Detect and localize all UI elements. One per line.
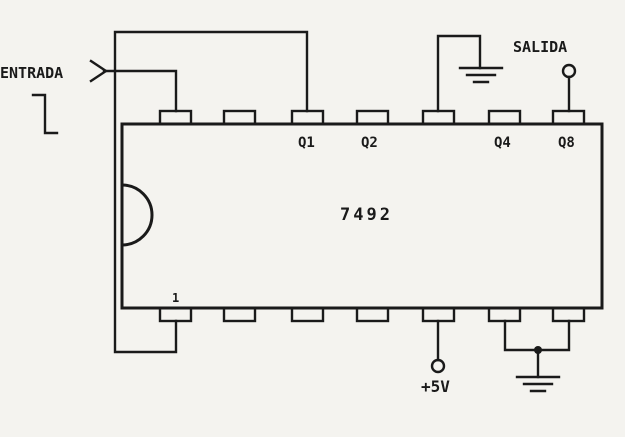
pin-top-6 bbox=[487, 109, 522, 126]
ground-wire-bottom bbox=[503, 319, 571, 352]
ground-icon-bottom bbox=[515, 375, 561, 393]
pin-top-4 bbox=[355, 109, 390, 126]
output-terminal bbox=[561, 63, 577, 79]
ground-wire-top bbox=[436, 34, 482, 113]
bottom-pins bbox=[158, 306, 586, 323]
supply-terminal bbox=[430, 358, 446, 374]
pin-top-1 bbox=[158, 109, 193, 126]
pin1-label: 1 bbox=[172, 291, 179, 305]
pin-bottom-7 bbox=[551, 306, 586, 323]
q1-label: Q1 bbox=[298, 135, 315, 151]
supply-label: +5V bbox=[421, 377, 450, 396]
pin-bottom-3 bbox=[290, 306, 325, 323]
output-label: SALIDA bbox=[513, 38, 567, 56]
pin-bottom-4 bbox=[355, 306, 390, 323]
input-label: ENTRADA bbox=[0, 64, 63, 82]
pin-bottom-1 bbox=[158, 306, 193, 323]
pin-bottom-5 bbox=[421, 306, 456, 323]
pin-bottom-2 bbox=[222, 306, 257, 323]
pin-top-2 bbox=[222, 109, 257, 126]
q4-label: Q4 bbox=[494, 135, 511, 151]
input-wire bbox=[102, 69, 178, 113]
q8-label: Q8 bbox=[558, 135, 575, 151]
feedback-wire bbox=[113, 30, 309, 354]
pin-top-5 bbox=[421, 109, 456, 126]
pin-bottom-6 bbox=[487, 306, 522, 323]
ic-notch bbox=[120, 183, 154, 247]
chip-label: 7492 bbox=[340, 205, 393, 225]
q2-label: Q2 bbox=[361, 135, 378, 151]
pin-top-7 bbox=[551, 109, 586, 126]
pulse-symbol bbox=[31, 93, 59, 135]
pin-top-3 bbox=[290, 109, 325, 126]
ground-icon-top bbox=[458, 66, 504, 84]
input-arrow bbox=[89, 59, 109, 83]
top-pins bbox=[158, 109, 586, 126]
